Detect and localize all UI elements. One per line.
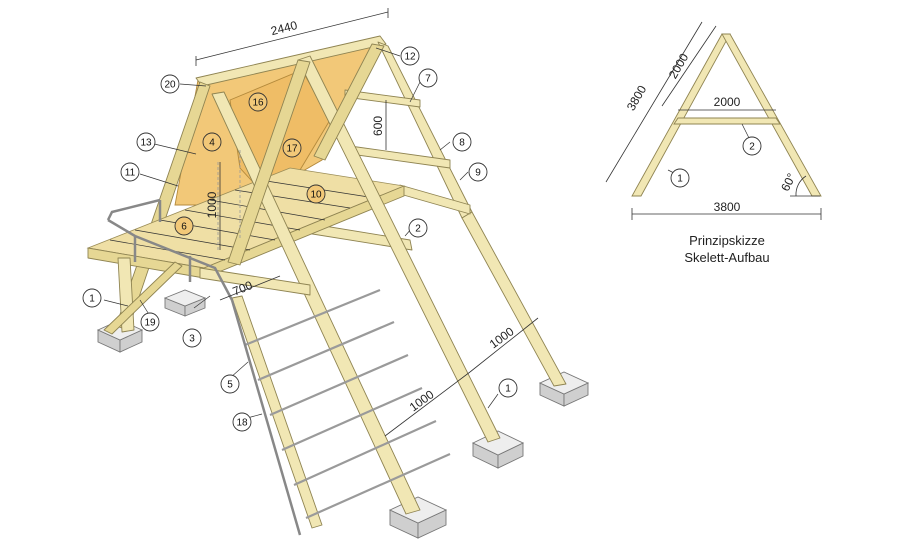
back-crossbeam-upper [344, 89, 421, 108]
sketch-dimension-crossbar: 2000 [678, 95, 776, 111]
sketch-crossbar [673, 117, 781, 125]
sketch-dim-3800-leg: 3800 [624, 83, 650, 113]
sketch-callout-1: 1 [670, 168, 690, 188]
foundation-block [538, 371, 590, 407]
callout-13: 13 [136, 132, 156, 152]
sketch-dim-2000-crossbar: 2000 [714, 95, 741, 109]
svg-text:11: 11 [125, 168, 136, 179]
callout-20: 20 [160, 74, 180, 94]
svg-text:12: 12 [404, 52, 416, 63]
svg-text:1: 1 [505, 384, 511, 395]
callout-7: 7 [418, 68, 438, 88]
ladder [231, 288, 451, 529]
back-leg-right-lower [461, 211, 567, 387]
front-leg-back2 [313, 43, 385, 161]
foundation-block [163, 289, 207, 317]
dimension-1000-upper: 1000 [469, 317, 539, 373]
svg-text:1: 1 [89, 294, 95, 305]
callout-4: 4 [202, 132, 222, 152]
sketch-callout-2: 2 [742, 136, 762, 156]
dimension-1000-height: 1000 [205, 162, 221, 250]
svg-text:2: 2 [749, 142, 755, 153]
handrail [106, 198, 302, 536]
svg-text:3: 3 [189, 334, 195, 345]
callout-1-left: 1 [82, 288, 102, 308]
sketch-dimension-base: 3800 [631, 200, 822, 220]
svg-text:9: 9 [475, 168, 481, 179]
dimension-top-width: 2440 [195, 8, 389, 66]
callout-6: 6 [174, 216, 194, 236]
sketch-leg-right [721, 33, 822, 197]
callout-9: 9 [468, 162, 488, 182]
callout-11: 11 [120, 162, 140, 182]
svg-text:4: 4 [209, 138, 215, 149]
sketch-caption-line2: Skelett-Aufbau [684, 250, 769, 265]
callout-2: 2 [408, 218, 428, 238]
principle-sketch: 3800 2000 2000 3800 60° 1 [605, 21, 822, 265]
svg-text:5: 5 [227, 380, 233, 391]
svg-text:8: 8 [459, 138, 465, 149]
svg-text:16: 16 [252, 98, 264, 109]
sketch-caption-line1: Prinzipskizze [689, 233, 765, 248]
dim-label-1000-lower: 1000 [407, 387, 437, 414]
svg-text:19: 19 [144, 318, 156, 329]
svg-text:2: 2 [415, 224, 421, 235]
sketch-angle-label: 60° [778, 171, 799, 194]
svg-text:18: 18 [236, 418, 248, 429]
crossbeam-3 [199, 267, 311, 296]
callout-8: 8 [452, 132, 472, 152]
front-leg-left [211, 91, 421, 515]
main-isometric-drawing: 2440 600 1000 700 1000 1000 [82, 8, 590, 539]
callout-5: 5 [220, 374, 240, 394]
dim-label-600: 600 [371, 116, 385, 136]
dim-label-1000-height: 1000 [205, 191, 219, 218]
callout-16: 16 [248, 92, 268, 112]
svg-text:6: 6 [181, 222, 187, 233]
svg-text:1: 1 [677, 174, 683, 185]
callout-bubbles: 20 12 7 16 4 13 [82, 46, 518, 432]
svg-text:17: 17 [286, 144, 298, 155]
front-leg-back [227, 59, 311, 266]
callout-18: 18 [232, 412, 252, 432]
svg-text:13: 13 [140, 138, 152, 149]
sketch-dim-2000-upper: 2000 [666, 51, 692, 81]
svg-text:10: 10 [310, 190, 322, 201]
svg-text:7: 7 [425, 74, 431, 85]
dimension-600: 600 [371, 100, 387, 150]
dim-label-2440: 2440 [269, 18, 299, 38]
callout-3: 3 [182, 328, 202, 348]
callout-17: 17 [282, 138, 302, 158]
sketch-dim-3800-base: 3800 [714, 200, 741, 214]
callout-10: 10 [306, 184, 326, 204]
callout-1-right: 1 [498, 378, 518, 398]
callout-12: 12 [400, 46, 420, 66]
svg-text:20: 20 [164, 80, 176, 91]
diagonal-brace [103, 261, 183, 335]
dimension-1000-lower: 1000 [384, 371, 471, 437]
foundation-block [388, 496, 448, 539]
callout-19: 19 [140, 312, 160, 332]
front-leg-center [297, 55, 501, 443]
